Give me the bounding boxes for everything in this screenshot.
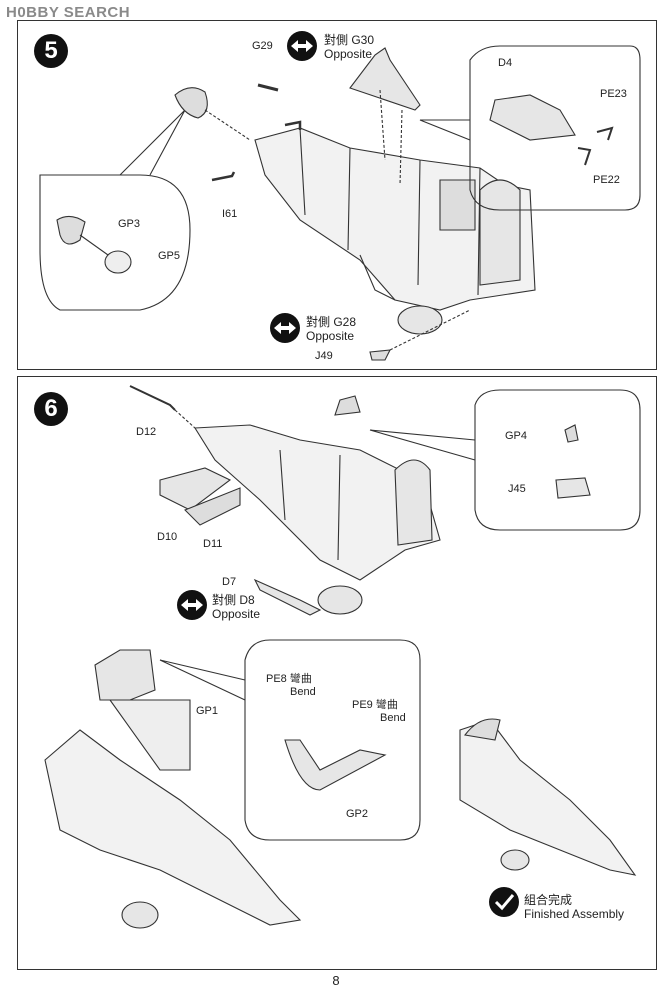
- label-j49: J49: [315, 350, 333, 362]
- label-gp5: GP5: [158, 250, 181, 262]
- label-gp2: GP2: [346, 808, 369, 820]
- d11-part: [184, 487, 241, 526]
- page-number: 8: [332, 973, 340, 988]
- label-pe8-bend: Bend: [290, 686, 316, 698]
- watermark: H0BBY SEARCH: [6, 4, 131, 21]
- label-pe9-bend: Bend: [380, 712, 406, 724]
- label-d11: D11: [203, 538, 223, 550]
- fuselage-complete-left: [44, 729, 302, 926]
- canopy-top-g30: [349, 47, 421, 111]
- label-pe9: PE9 彎曲: [352, 699, 398, 711]
- main-wheel-5: [397, 305, 443, 335]
- label-d12: D12: [136, 426, 157, 438]
- opposite-g30-zh: 對側 G30: [324, 33, 375, 47]
- gp3-part: [56, 215, 86, 245]
- gp5-part: [104, 250, 132, 274]
- label-pe23: PE23: [600, 88, 627, 100]
- label-gp4: GP4: [505, 430, 528, 442]
- label-i61: I61: [222, 208, 238, 220]
- step-5-badge: 5: [34, 34, 68, 68]
- fuselage-step6: [194, 424, 441, 581]
- d4-detail-callout: [469, 45, 641, 211]
- label-pe8: PE8 彎曲: [266, 673, 312, 685]
- canopy-gp1: [94, 649, 156, 701]
- callout-pointer: [119, 109, 186, 176]
- finished-assembly-note: 組合完成 Finished Assembly: [524, 893, 624, 921]
- label-g29: G29: [252, 40, 273, 52]
- opposite-d8-note: 對側 D8 Opposite: [212, 593, 260, 621]
- check-icon: [489, 887, 519, 917]
- d4-part: [489, 94, 576, 141]
- finished-zh: 組合完成: [524, 893, 573, 907]
- label-d10: D10: [157, 531, 178, 543]
- label-gp1: GP1: [196, 705, 219, 717]
- d7-part: [253, 578, 322, 616]
- label-d4: D4: [498, 57, 513, 69]
- opposite-g28-zh: 對側 G28: [306, 315, 357, 329]
- fuselage-step5: [254, 127, 536, 311]
- nose-cone-part: [174, 87, 208, 119]
- finished-assembly-model: [459, 719, 637, 876]
- opposite-g30-note: 對側 G30 Opposite: [324, 33, 374, 61]
- label-pe22: PE22: [593, 174, 620, 186]
- opposite-d8-en: Opposite: [212, 607, 261, 621]
- opposite-g28-note: 對側 G28 Opposite: [306, 315, 356, 343]
- step-6-badge: 6: [34, 392, 68, 426]
- gp4-detail-callout: [474, 389, 641, 531]
- d10-part: [159, 467, 232, 511]
- opposite-arrow-icon-d8: [177, 590, 207, 620]
- label-j45: J45: [508, 483, 526, 495]
- gp2-detail-callout: [244, 639, 421, 841]
- label-d7: D7: [222, 576, 237, 588]
- j45-part: [555, 477, 591, 499]
- gp2-part: [284, 739, 387, 791]
- opposite-g30-en: Opposite: [324, 47, 373, 61]
- opposite-g28-en: Opposite: [306, 329, 355, 343]
- opposite-arrow-icon-g28: [270, 313, 300, 343]
- label-gp3: GP3: [118, 218, 141, 230]
- gp-detail-callout: [39, 174, 191, 311]
- main-wheel-6: [317, 585, 363, 615]
- opposite-arrow-icon-g30: [287, 31, 317, 61]
- finished-en: Finished Assembly: [524, 907, 625, 921]
- opposite-d8-zh: 對側 D8: [212, 593, 255, 607]
